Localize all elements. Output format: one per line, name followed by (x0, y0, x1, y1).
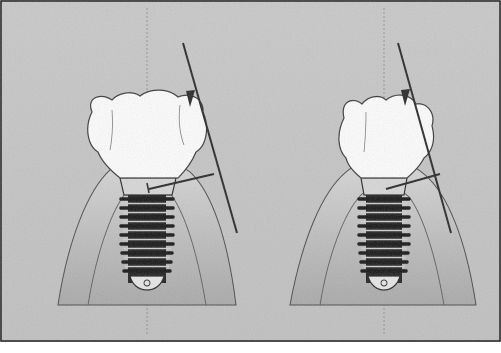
crown (339, 95, 434, 178)
implant-collar (361, 178, 407, 195)
crown (88, 90, 207, 178)
